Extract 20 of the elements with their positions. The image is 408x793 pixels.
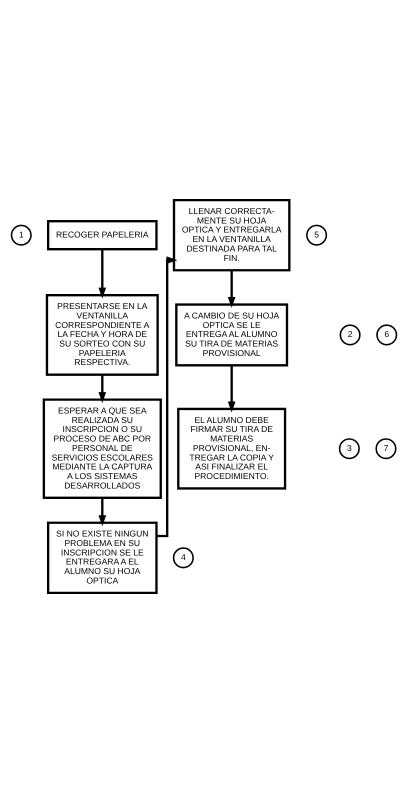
node-circle: 7 bbox=[375, 438, 396, 460]
arrow bbox=[228, 365, 236, 412]
node-circle: 3 bbox=[338, 438, 360, 460]
node-circle: 2 bbox=[340, 324, 361, 346]
arrow bbox=[98, 249, 106, 299]
node-circle: 4 bbox=[172, 547, 194, 568]
node-box: ESPERAR A QUE SEA REALIZADA SU INSCRIPCION O SU PROCESO DE ABC POR PERSONAL DE SERVICIOS ESCOLARES MEDIANTE LA CAPTURA A LOS SISTEMAS DESARROLLADOS bbox=[42, 398, 162, 499]
arrow bbox=[228, 270, 236, 308]
node-circle: 5 bbox=[306, 224, 328, 246]
node-circle: 6 bbox=[376, 324, 398, 346]
node-box: A CAMBIO DE SU HOJA OPTICA SE LE ENTREGA AL ALUMNO SU TIRA DE MATERIAS PROVISIONAL bbox=[175, 303, 288, 366]
arrow bbox=[156, 256, 178, 538]
node-box: RECOGER PAPELERIA bbox=[46, 220, 158, 250]
arrow bbox=[98, 374, 106, 404]
node-box: EL ALUMNO DEBE FIRMAR SU TIRA DE MATERIAS PROVISIONAL, EN- TREGAR LA COPIA Y ASI FINALIZAR EL PROCEDIMIENTO. bbox=[177, 408, 286, 490]
node-box: PRESENTARSE EN LA VENTANILLA CORRESPONDIENTE A LA FECHA Y HORA DE SU SORTEO CON SU PAPELERIA RESPECTIVA. bbox=[46, 294, 159, 376]
node-box: LLENAR CORRECTA- MENTE SU HOJA OPTICA Y ENTREGARLA EN LA VENTANILLA DESTINADA PARA TAL FIN. bbox=[172, 198, 290, 272]
arrow bbox=[98, 498, 106, 526]
node-circle: 1 bbox=[10, 224, 32, 246]
node-box: SI NO EXISTE NINGUN PROBLEMA EN SU INSCRIPCION SE LE ENTREGARA A EL ALUMNO SU HOJA OPTICA bbox=[46, 522, 158, 594]
